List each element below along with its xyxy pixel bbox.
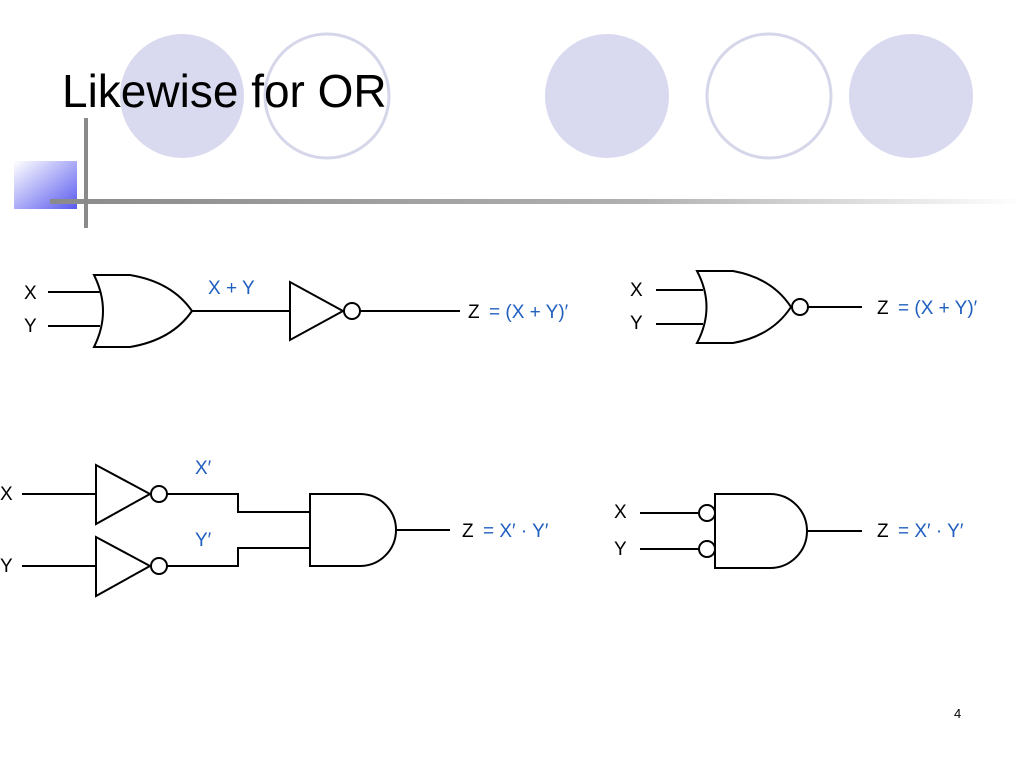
decorative-circle-icon — [263, 32, 391, 160]
output-label: Z — [877, 298, 889, 319]
nor-gate — [695, 270, 793, 344]
title-vertical-rule — [84, 118, 88, 228]
inversion-bubble — [343, 302, 361, 320]
decorative-circle-icon — [545, 34, 669, 158]
decorative-circle-icon — [849, 34, 973, 158]
inversion-bubble — [698, 540, 716, 558]
inversion-bubble — [698, 504, 716, 522]
output-expression: = (X + Y)′ — [898, 298, 978, 319]
input-x-label: X — [0, 484, 13, 505]
wire — [167, 493, 310, 513]
output-expression: = X′ · Y′ — [898, 521, 964, 542]
output-label: Z — [462, 521, 474, 542]
input-y-label: Y — [24, 316, 37, 337]
decorative-circle-icon — [120, 34, 244, 158]
inversion-bubble — [791, 298, 809, 316]
input-x-label: X — [630, 280, 643, 301]
nor-gate-diagram: X Y Z = (X + Y)′ — [630, 270, 978, 344]
wire — [167, 547, 310, 567]
not-gate — [95, 463, 153, 526]
bubbled-and-diagram: X Y Z = X′ · Y′ — [614, 493, 964, 569]
inversion-bubble — [150, 557, 168, 575]
page-number: 4 — [954, 706, 962, 721]
inversion-bubble — [150, 485, 168, 503]
intermediate-expression: X + Y — [208, 278, 255, 299]
input-y-label: Y — [0, 556, 13, 577]
output-expression: = X′ · Y′ — [483, 521, 549, 542]
inverters-and-diagram: X Y X′ Y′ Z = X′ · Y′ — [0, 458, 549, 598]
input-x-label: X — [24, 283, 37, 304]
decorative-circle-icon — [705, 32, 833, 160]
slide-title: Likewise for OR — [62, 65, 387, 117]
input-y-label: Y — [614, 539, 627, 560]
and-gate — [309, 493, 397, 567]
not-gate — [289, 280, 346, 342]
not-gate — [95, 535, 153, 598]
or-gate — [92, 274, 194, 348]
title-underline — [50, 199, 1024, 204]
or-then-not-diagram: X Y X + Y Z = (X + Y)′ — [24, 274, 569, 348]
input-y-label: Y — [630, 313, 643, 334]
inverted-y-expression: Y′ — [195, 530, 212, 551]
input-x-label: X — [614, 502, 627, 523]
and-gate — [714, 493, 808, 569]
output-label: Z — [468, 302, 480, 323]
inverted-x-expression: X′ — [195, 458, 212, 479]
output-label: Z — [877, 521, 889, 542]
output-expression: = (X + Y)′ — [489, 302, 569, 323]
